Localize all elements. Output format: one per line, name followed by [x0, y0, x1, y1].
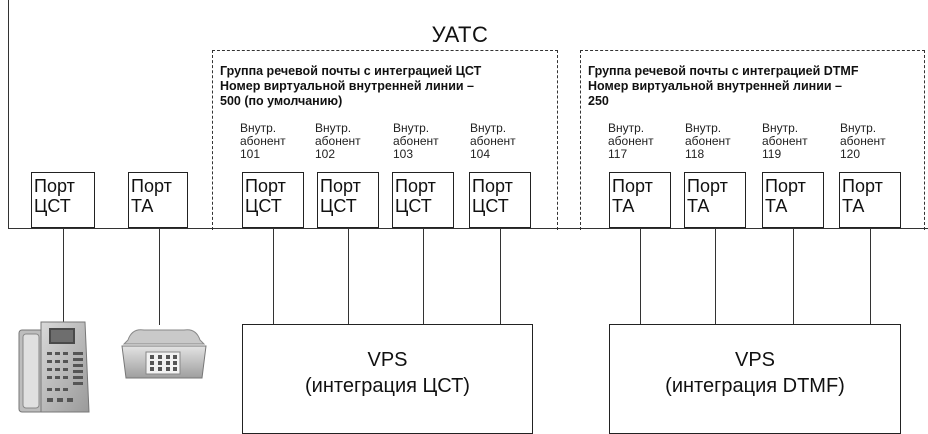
- extension-label: Внутр. абонент 101: [240, 122, 300, 161]
- port-analog: Порт ТА: [128, 172, 188, 228]
- port-label: Порт: [765, 176, 806, 196]
- connector-line: [159, 229, 160, 325]
- ext-line: Внутр.: [393, 121, 430, 135]
- ext-line: Внутр.: [685, 121, 722, 135]
- port-label: Порт: [842, 176, 883, 196]
- ext-line: абонент: [315, 134, 361, 148]
- connector-line: [793, 229, 794, 325]
- port-type: ТА: [131, 196, 154, 216]
- port-type: ЦСТ: [245, 196, 282, 216]
- connector-line: [273, 229, 274, 325]
- port-type: ТА: [842, 196, 865, 216]
- ext-line: абонент: [608, 134, 654, 148]
- extension-label: Внутр. абонент 102: [315, 122, 375, 161]
- extension-label: Внутр. абонент 120: [840, 122, 900, 161]
- group-dtmf-label: Группа речевой почты с интеграцией DTMF …: [588, 64, 858, 109]
- port-label: Порт: [320, 176, 361, 196]
- ext-line: Внутр.: [608, 121, 645, 135]
- ext-line: Внутр.: [762, 121, 799, 135]
- ext-number: 101: [240, 147, 261, 161]
- port-dcs: Порт ЦСТ: [31, 172, 95, 228]
- port-label: Порт: [395, 176, 436, 196]
- port-type: ЦСТ: [395, 196, 432, 216]
- ext-line: абонент: [240, 134, 286, 148]
- port-dcs: Порт ЦСТ: [392, 172, 454, 228]
- port-label: Порт: [612, 176, 653, 196]
- extension-label: Внутр. абонент 117: [608, 122, 668, 161]
- ext-number: 118: [685, 147, 705, 161]
- port-analog: Порт ТА: [684, 172, 746, 228]
- ext-number: 104: [470, 147, 491, 161]
- ext-line: абонент: [762, 134, 808, 148]
- vps-dcs: VPS (интеграция ЦСТ): [242, 324, 533, 434]
- connector-line: [870, 229, 871, 325]
- vps-integration: (интеграция ЦСТ): [305, 375, 470, 397]
- port-label: Порт: [34, 176, 75, 196]
- group-dcs-line1: Группа речевой почты с интеграцией ЦСТ: [220, 64, 482, 78]
- pbx-title: УАТС: [431, 22, 489, 47]
- ext-number: 117: [608, 147, 628, 161]
- vps-title: VPS: [367, 349, 408, 371]
- port-type: ТА: [612, 196, 635, 216]
- ext-number: 120: [840, 147, 861, 161]
- ext-number: 102: [315, 147, 336, 161]
- vps-title: VPS: [734, 349, 776, 371]
- port-label: Порт: [472, 176, 513, 196]
- ext-line: Внутр.: [315, 121, 352, 135]
- group-dcs-line2: Номер виртуальной внутренней линии –: [220, 79, 475, 93]
- port-analog: Порт ТА: [762, 172, 824, 228]
- group-dtmf-line3: 250: [588, 94, 609, 108]
- group-dtmf-line2: Номер виртуальной внутренней линии –: [588, 79, 843, 93]
- vps-integration: (интеграция DTMF): [665, 375, 845, 397]
- ext-line: Внутр.: [840, 121, 877, 135]
- connector-line: [348, 229, 349, 325]
- group-dtmf: [580, 50, 925, 230]
- connector-line: [640, 229, 641, 325]
- extension-label: Внутр. абонент 119: [762, 122, 822, 161]
- pbx-frame: [8, 0, 928, 229]
- connector-line: [500, 229, 501, 325]
- connector-line: [63, 229, 64, 325]
- port-type: ТА: [687, 196, 710, 216]
- extension-label: Внутр. абонент 118: [685, 122, 745, 161]
- connector-line: [423, 229, 424, 325]
- connector-line: [715, 229, 716, 325]
- port-type: ТА: [765, 196, 788, 216]
- ext-line: Внутр.: [240, 121, 277, 135]
- port-dcs: Порт ЦСТ: [469, 172, 531, 228]
- ext-number: 103: [393, 147, 414, 161]
- port-dcs: Порт ЦСТ: [242, 172, 304, 228]
- group-dcs-label: Группа речевой почты с интеграцией ЦСТ Н…: [220, 64, 481, 109]
- ext-line: абонент: [840, 134, 886, 148]
- ext-number: 119: [762, 147, 782, 161]
- extension-label: Внутр. абонент 104: [470, 122, 530, 161]
- port-label: Порт: [687, 176, 728, 196]
- group-dcs: [212, 50, 558, 230]
- vps-dtmf: VPS (интеграция DTMF): [609, 324, 901, 434]
- group-dcs-line3: 500 (по умолчанию): [220, 94, 343, 108]
- port-dcs: Порт ЦСТ: [317, 172, 379, 228]
- port-label: Порт: [245, 176, 286, 196]
- ext-line: абонент: [393, 134, 439, 148]
- port-analog: Порт ТА: [839, 172, 901, 228]
- port-type: ЦСТ: [472, 196, 509, 216]
- ext-line: Внутр.: [470, 121, 507, 135]
- port-type: ЦСТ: [320, 196, 357, 216]
- extension-label: Внутр. абонент 103: [393, 122, 453, 161]
- ext-line: абонент: [470, 134, 516, 148]
- ext-line: абонент: [685, 134, 731, 148]
- digital-phone-icon: [15, 318, 95, 414]
- port-analog: Порт ТА: [609, 172, 671, 228]
- analog-phone-icon: [118, 322, 210, 384]
- group-dtmf-line1: Группа речевой почты с интеграцией DTMF: [588, 64, 859, 78]
- port-type: ЦСТ: [34, 196, 71, 216]
- port-label: Порт: [131, 176, 172, 196]
